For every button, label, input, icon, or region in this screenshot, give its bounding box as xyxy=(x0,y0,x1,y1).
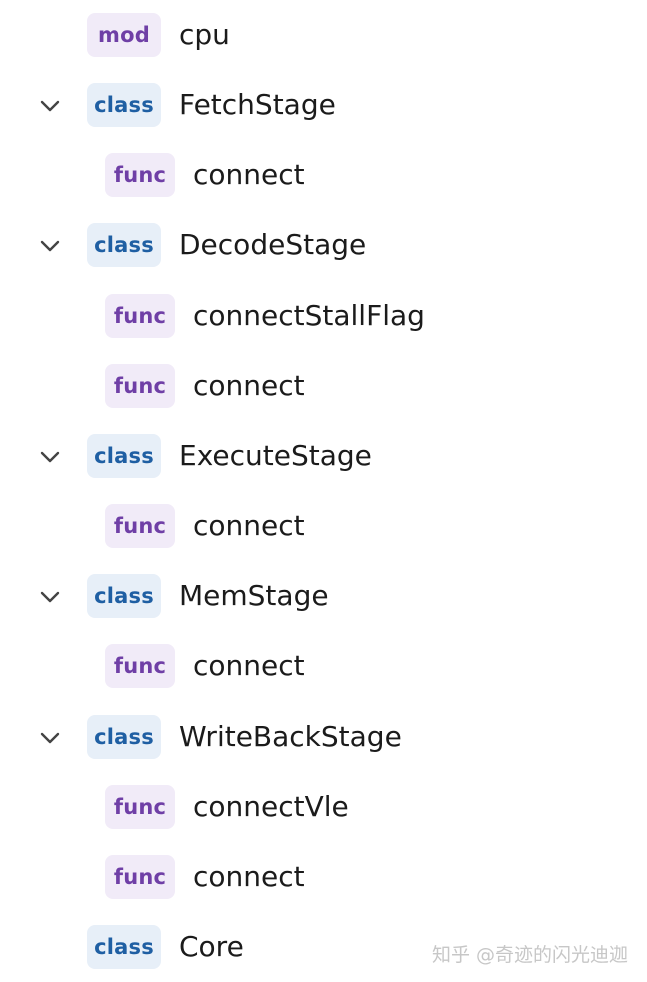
tree-item-label: connectVle xyxy=(193,789,349,823)
tree-item-label: connectStallFlag xyxy=(193,298,425,332)
tree-item-label: connect xyxy=(193,158,305,192)
tree-item-label: ExecuteStage xyxy=(179,438,372,472)
func-badge: func xyxy=(105,363,175,408)
chevron-down-icon[interactable] xyxy=(36,583,64,611)
tree-item-label: Core xyxy=(179,929,244,963)
tree-item-func[interactable]: func connect xyxy=(0,145,647,205)
func-badge: func xyxy=(105,504,175,549)
tree-item-class[interactable]: class WriteBackStage xyxy=(0,707,647,767)
chevron-down-icon[interactable] xyxy=(36,443,64,471)
class-badge: class xyxy=(87,223,161,268)
tree-item-label: connect xyxy=(193,859,305,893)
func-badge: func xyxy=(105,784,175,829)
watermark: 知乎 @奇迹的闪光迪迦 xyxy=(432,944,629,966)
tree-item-class[interactable]: class FetchStage xyxy=(0,75,647,135)
class-badge: class xyxy=(87,433,161,478)
class-badge: class xyxy=(87,83,161,128)
tree-item-func[interactable]: func connect xyxy=(0,636,647,696)
chevron-down-icon[interactable] xyxy=(36,232,64,260)
tree-item-label: MemStage xyxy=(179,579,329,613)
tree-item-class[interactable]: class DecodeStage xyxy=(0,215,647,275)
tree-item-label: cpu xyxy=(179,18,230,51)
chevron-down-icon[interactable] xyxy=(36,92,64,120)
tree-item-class[interactable]: class Core xyxy=(0,917,647,977)
tree-item-label: connect xyxy=(193,368,305,402)
func-badge: func xyxy=(105,644,175,689)
tree-item-label: connect xyxy=(193,649,305,683)
tree-item-func[interactable]: func connectVle xyxy=(0,777,647,837)
class-badge: class xyxy=(87,714,161,759)
tree-item-class[interactable]: class MemStage xyxy=(0,566,647,626)
func-badge: func xyxy=(105,854,175,899)
tree-item-label: WriteBackStage xyxy=(179,719,402,753)
tree-item-func[interactable]: func connectStallFlag xyxy=(0,286,647,346)
mod-badge: mod xyxy=(87,13,161,57)
tree-item-label: FetchStage xyxy=(179,88,336,122)
tree-item-func[interactable]: func connect xyxy=(0,496,647,556)
func-badge: func xyxy=(105,153,175,198)
tree-item-class[interactable]: class ExecuteStage xyxy=(0,426,647,486)
class-badge: class xyxy=(87,574,161,619)
tree-item-func[interactable]: func connect xyxy=(0,356,647,416)
tree-item-label: connect xyxy=(193,509,305,543)
chevron-down-icon[interactable] xyxy=(36,724,64,752)
tree-item-func[interactable]: func connect xyxy=(0,847,647,907)
func-badge: func xyxy=(105,293,175,338)
class-badge: class xyxy=(87,924,161,969)
tree-item-label: DecodeStage xyxy=(179,228,367,262)
